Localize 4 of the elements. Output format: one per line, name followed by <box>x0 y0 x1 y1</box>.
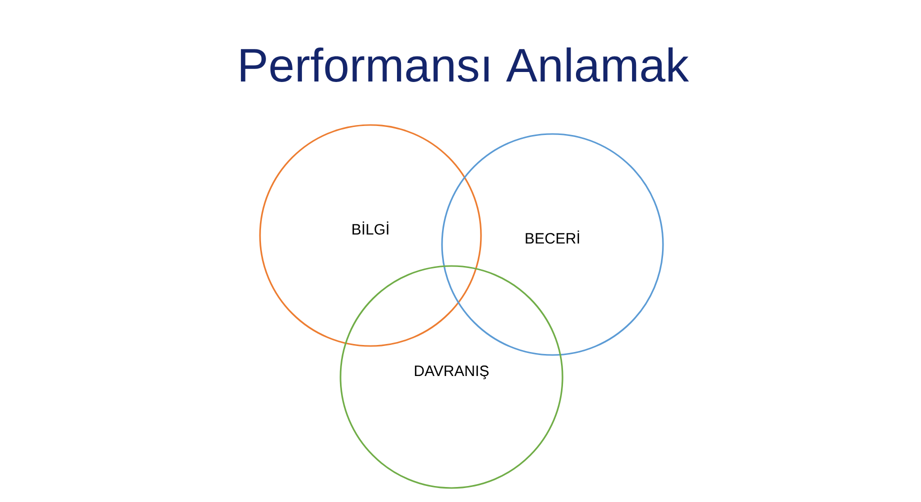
circle-label: BİLGİ <box>352 221 388 235</box>
circle-label: BECERİ <box>526 230 580 244</box>
title: Performansı Anlamak <box>240 47 689 82</box>
circle-label: DAVRANIŞ <box>414 366 489 380</box>
